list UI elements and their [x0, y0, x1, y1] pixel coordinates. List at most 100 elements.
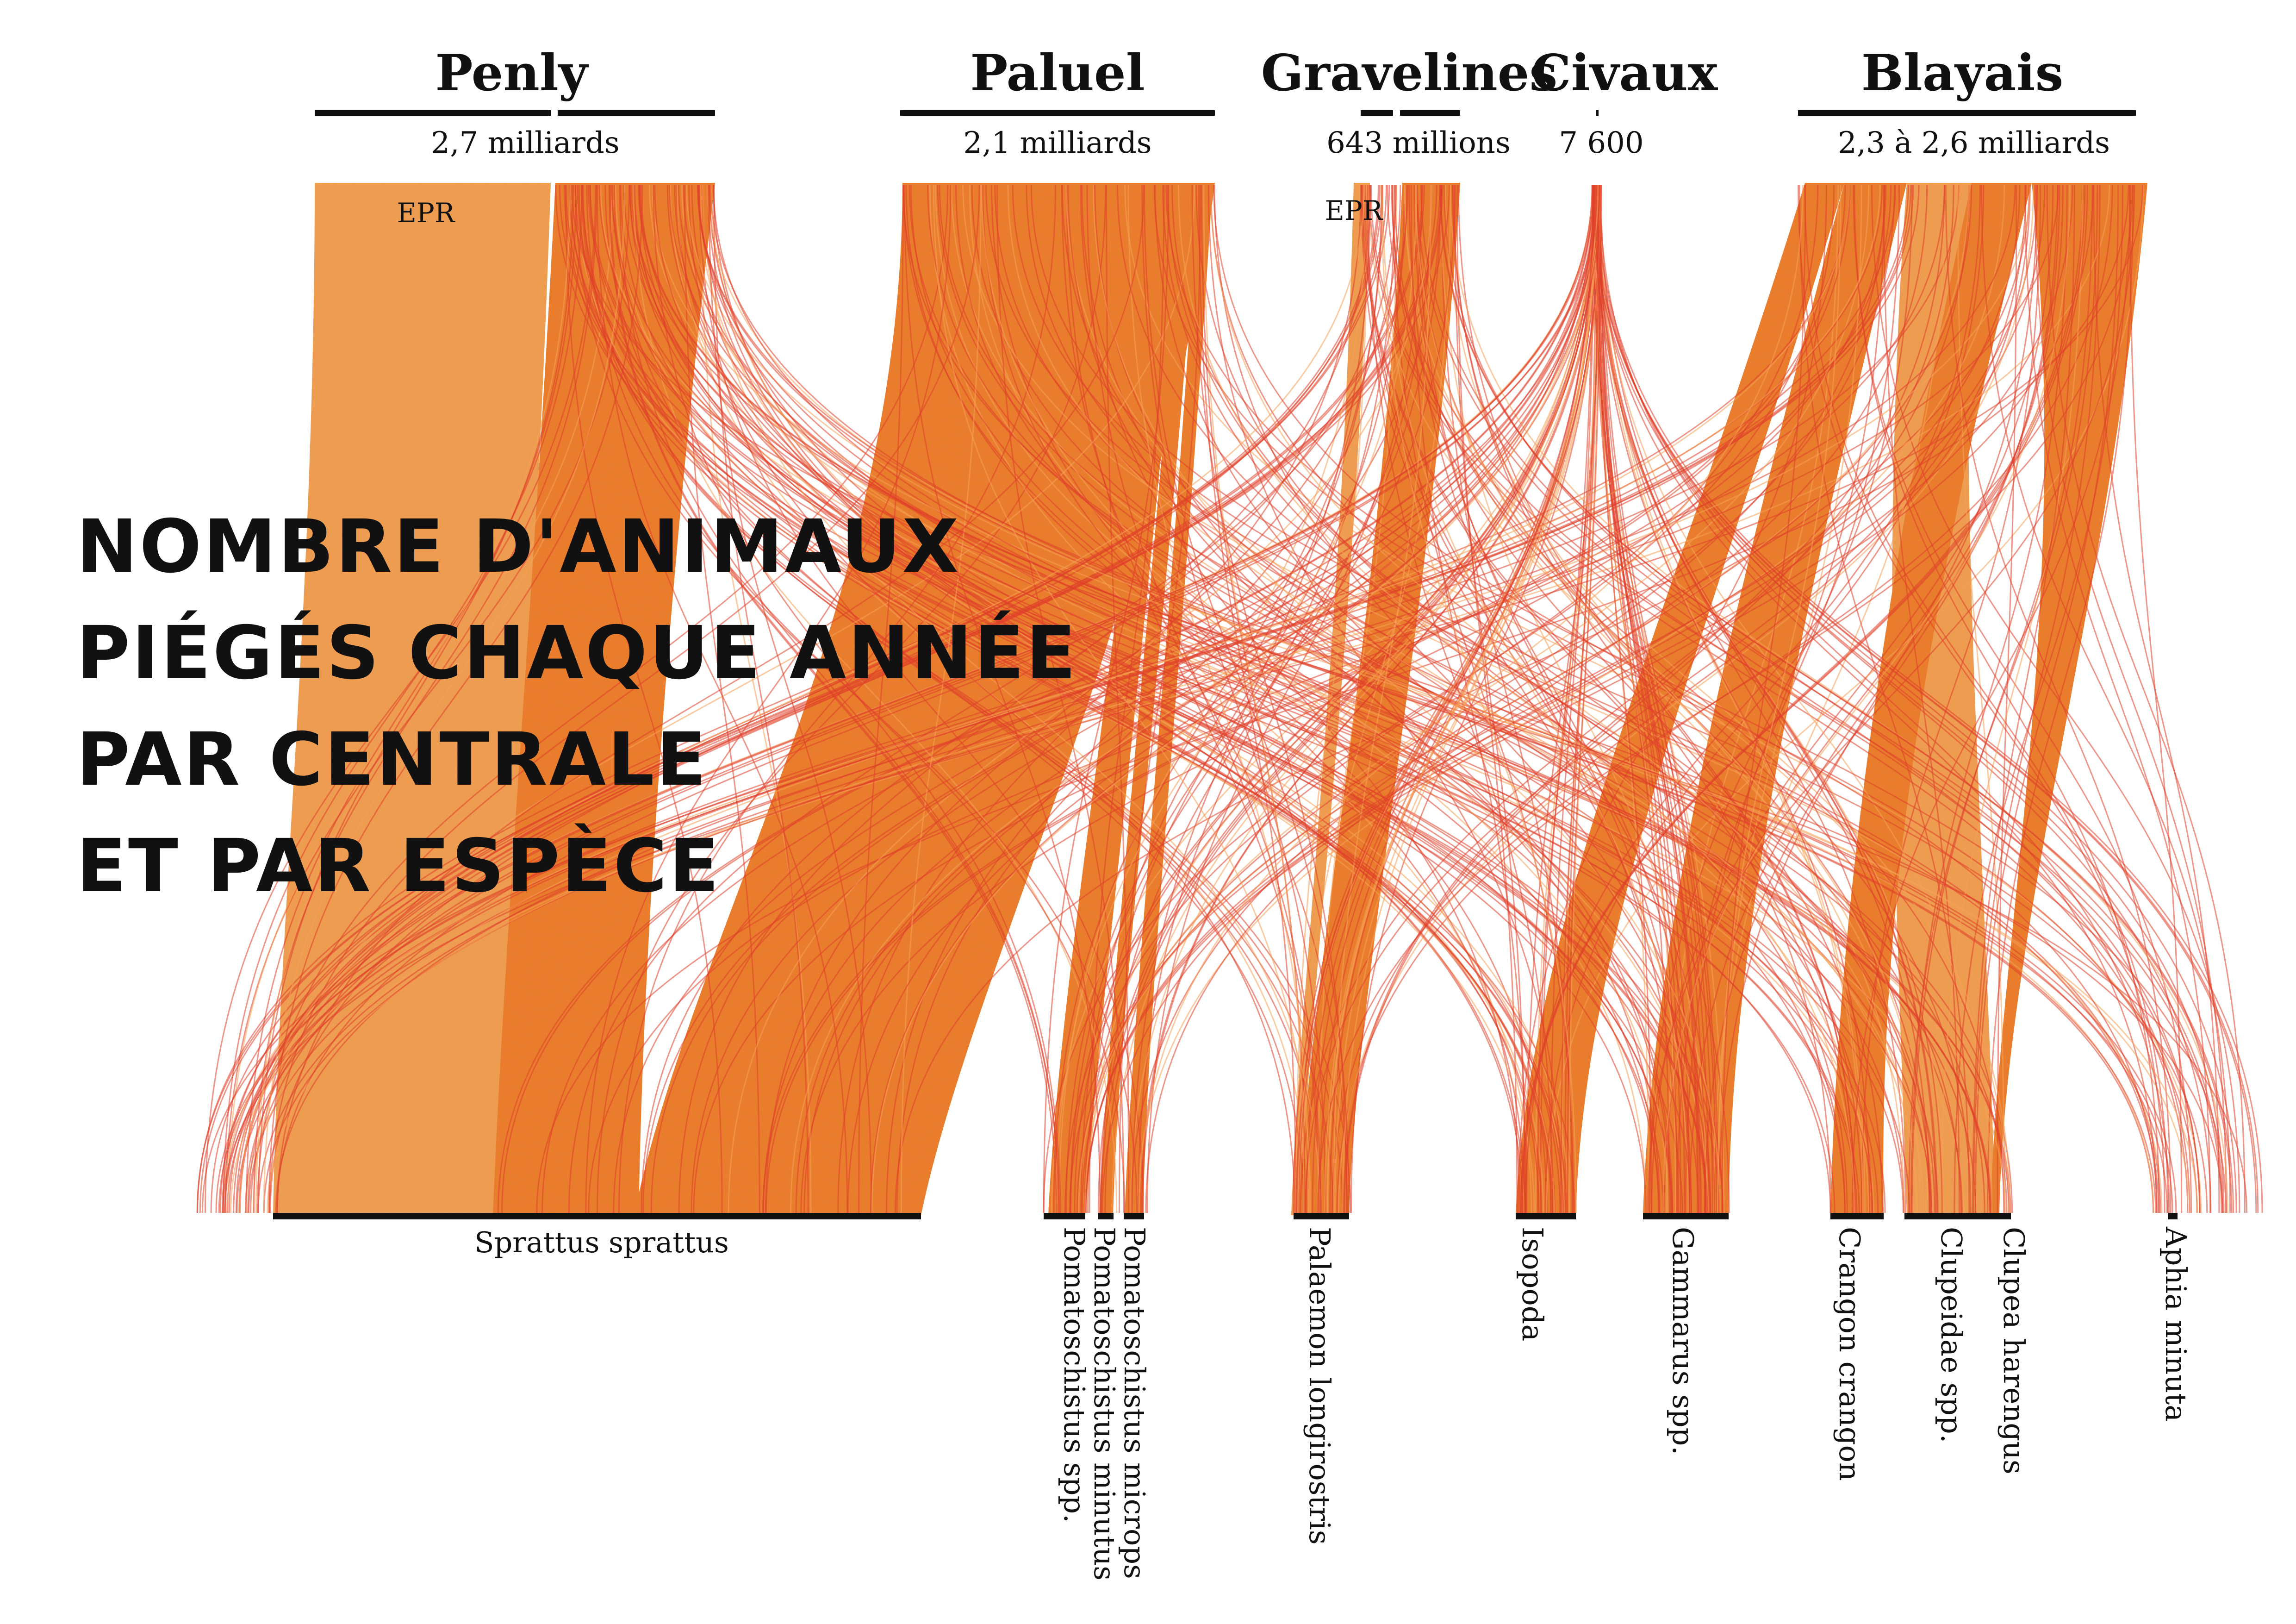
thin-flow [1413, 185, 1702, 1213]
thin-flow [1721, 185, 1806, 1213]
thin-flow [1298, 185, 1602, 1213]
thin-flow [981, 185, 1669, 1213]
thin-flow [276, 185, 1145, 1213]
plant-count-civaux: 7 600 [1559, 126, 1643, 160]
thin-flow [1718, 185, 2038, 1213]
species-bar-isopoda [1516, 1213, 1576, 1219]
thin-flow [1165, 185, 2227, 1213]
thin-flow [1597, 185, 1993, 1213]
thin-flow [1295, 185, 1369, 1213]
thin-flow [1596, 185, 1681, 1213]
thin-flow [693, 185, 1892, 1213]
thin-flow [1804, 185, 2169, 1213]
thin-flow [653, 185, 1061, 1213]
thin-flow [578, 185, 1344, 1213]
thin-flow [1417, 185, 1690, 1213]
plant-name-civaux: Civaux [1531, 44, 1718, 102]
thin-flow [902, 185, 1699, 1213]
thin-flow [574, 185, 1860, 1213]
thin-flow [1599, 185, 2170, 1213]
thin-flow [1083, 185, 1599, 1213]
thin-flow [1297, 185, 1451, 1213]
thin-flow [691, 185, 1599, 1213]
thin-flow [1911, 185, 2093, 1213]
plant-name-penly: Penly [435, 44, 589, 102]
thin-flow [1344, 185, 1954, 1213]
thin-flow [225, 185, 630, 1213]
thin-flow [1085, 185, 2094, 1213]
thin-flow [763, 185, 1598, 1213]
thin-flow [1439, 185, 2234, 1213]
thin-flow [1940, 185, 2083, 1213]
thin-flow [1210, 185, 1962, 1213]
thin-flow [871, 185, 1599, 1213]
species-label-clupea: Clupea harengus [1997, 1227, 2031, 1474]
thin-flow [1106, 185, 1130, 1213]
thin-flow [1213, 185, 2158, 1213]
thin-flow [1596, 185, 2263, 1213]
thin-flow [227, 185, 613, 1213]
thin-flow [497, 185, 1594, 1213]
species-label-pomato-minutus: Pomatoschistus minutus [1088, 1227, 1121, 1580]
thin-flow [565, 185, 723, 1213]
thin-flow [903, 185, 1101, 1213]
thin-flow [1600, 185, 1719, 1213]
thin-flow [1597, 185, 1699, 1213]
thin-flow [1662, 185, 2071, 1213]
thin-flow [236, 185, 1896, 1213]
thin-flow [239, 185, 1365, 1213]
thin-flow [1596, 185, 1906, 1213]
thin-flow [674, 185, 1692, 1213]
thin-flow [668, 185, 2010, 1213]
thin-flow [267, 185, 2031, 1213]
thin-flow [230, 185, 1881, 1213]
thin-flow [210, 185, 1443, 1213]
species-bar-pomato-spp [1044, 1213, 1085, 1219]
plant-bar-gravelines-epr [1361, 110, 1393, 116]
species-label-sprattus: Sprattus sprattus [474, 1225, 729, 1259]
thin-flow [257, 185, 574, 1213]
thin-flow [1026, 185, 1963, 1213]
headline-line-1: NOMBRE D'ANIMAUX [76, 504, 960, 589]
thin-flow [1317, 185, 2133, 1213]
thin-flow [569, 185, 1575, 1213]
thin-flow [1043, 185, 1170, 1213]
thin-flow [611, 185, 1831, 1213]
thin-flow [1451, 185, 1856, 1213]
thin-flow [2093, 185, 2220, 1213]
thin-flow [1851, 185, 2131, 1213]
thin-flow [2046, 185, 2246, 1213]
thin-flow [256, 185, 949, 1213]
thin-flow [196, 185, 1450, 1213]
thin-flow [633, 185, 1118, 1213]
plant-count-blayais: 2,3 à 2,6 milliards [1838, 126, 2110, 160]
thin-flow [1067, 185, 1672, 1213]
thin-flow [255, 185, 571, 1213]
thin-flow [1649, 185, 1913, 1213]
thin-flow [1854, 185, 2160, 1213]
thin-flow [596, 185, 848, 1213]
species-label-palaemon: Palaemon longirostris [1303, 1227, 1337, 1545]
thin-flow [994, 185, 2013, 1213]
thin-flow [1342, 185, 1597, 1213]
thin-flow [762, 185, 1846, 1213]
thin-flow [728, 185, 1432, 1213]
epr-label-gravelines: EPR [1325, 195, 1383, 226]
thin-flow [1324, 185, 1602, 1213]
thin-flow [1085, 185, 2046, 1213]
thin-flow [639, 185, 1647, 1213]
thin-flow [1146, 185, 1423, 1213]
thin-flow [1420, 185, 2224, 1213]
thin-flow [985, 185, 2159, 1213]
thin-flow [1053, 185, 1383, 1213]
thin-flow [1198, 185, 1297, 1213]
plant-bar-paluel [900, 110, 1215, 116]
species-bar-sprattus [273, 1213, 921, 1219]
thin-flow [1130, 185, 1885, 1213]
thin-flow [1910, 185, 2068, 1213]
thin-flow [1210, 185, 1917, 1213]
thin-flow [1520, 185, 2088, 1213]
thin-flow [1444, 185, 1905, 1213]
thin-flow [683, 185, 1932, 1213]
thin-flow [685, 185, 2190, 1213]
